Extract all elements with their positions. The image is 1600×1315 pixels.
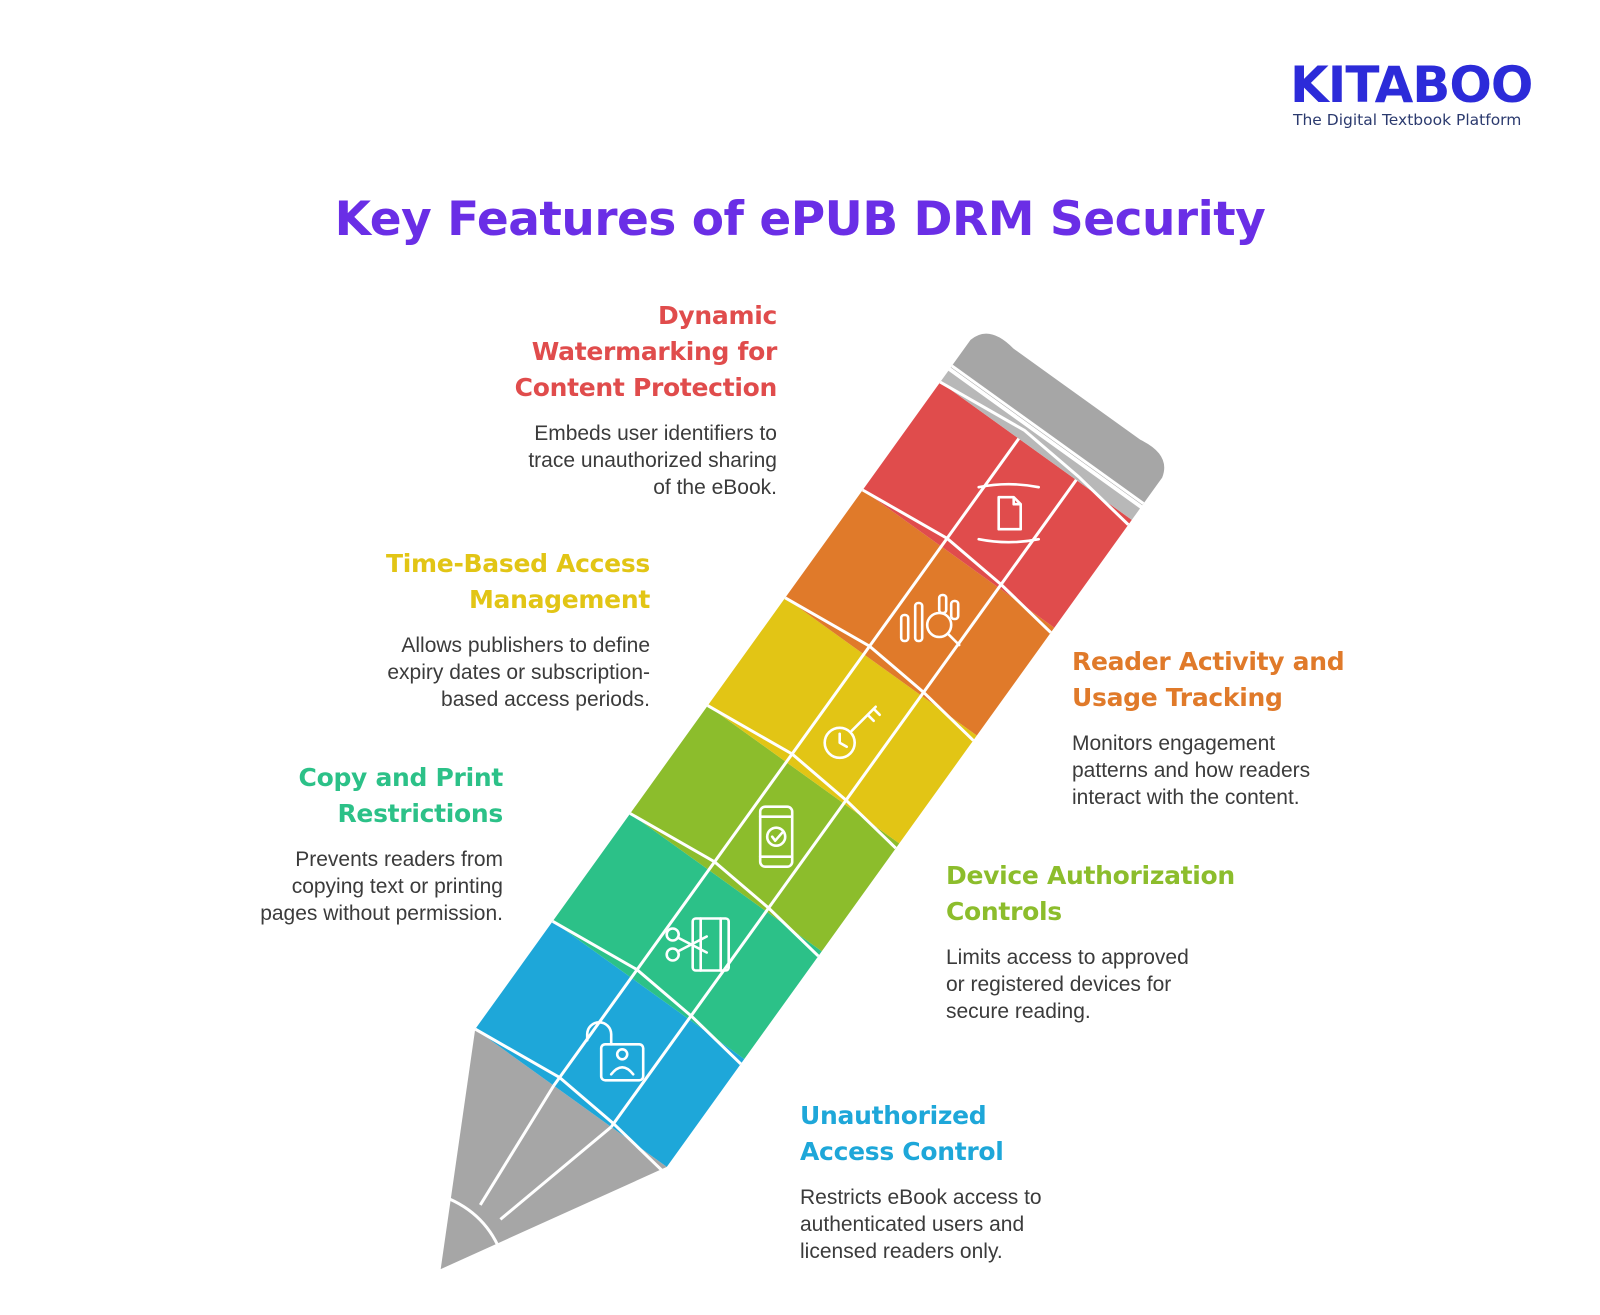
feature-title-line: Reader Activity and — [1072, 647, 1345, 676]
pencil-facet-line — [552, 437, 1020, 1087]
pencil-eraser-separator — [948, 367, 1143, 509]
pencil-icons — [585, 482, 1041, 1082]
desc-line: trace unauthorized sharing — [528, 449, 777, 472]
feature-title: Unauthorized Access Control — [800, 1098, 1130, 1170]
feature-title: Device Authorization Controls — [946, 858, 1276, 930]
clock-key-icon — [823, 705, 882, 760]
feature-title-line: Controls — [946, 897, 1062, 926]
desc-line: Restricts eBook access to — [800, 1186, 1042, 1209]
desc-line: Prevents readers from — [295, 848, 503, 871]
pencil-segment-divider — [861, 488, 1052, 634]
desc-line: or registered devices for — [946, 973, 1172, 996]
desc-line: patterns and how readers — [1072, 759, 1311, 782]
pencil-segment-divider — [706, 704, 897, 850]
feature-title-line: Usage Tracking — [1072, 683, 1283, 712]
pencil-segment — [785, 490, 1055, 736]
logo-tagline: The Digital Textbook Platform — [1293, 111, 1522, 129]
pencil-tip-graphite-line — [448, 1197, 506, 1262]
desc-line: pages without permission. — [260, 902, 503, 925]
feature-title: Time-Based Access Management — [300, 546, 650, 618]
feature-title-line: Content Protection — [514, 373, 778, 402]
pencil-tip — [440, 1029, 667, 1270]
feature-reader-activity-tracking: Reader Activity and Usage Tracking Monit… — [1072, 644, 1402, 811]
pencil-eraser — [950, 333, 1165, 506]
pencil-tip-facet-line — [479, 1084, 556, 1206]
pencil-tip-facet-line — [499, 1125, 613, 1221]
feature-description: Restricts eBook access to authenticated … — [800, 1184, 1130, 1265]
desc-line: of the eBook. — [653, 476, 777, 499]
feature-title: Copy and Print Restrictions — [180, 760, 504, 832]
desc-line: licensed readers only. — [800, 1240, 1003, 1263]
desc-line: authenticated users and — [800, 1213, 1025, 1236]
pencil-segment-divider — [629, 812, 820, 958]
desc-line: copying text or printing — [291, 875, 503, 898]
feature-description: Allows publishers to define expiry dates… — [300, 632, 650, 713]
watermark-document-icon — [977, 482, 1041, 544]
desc-line: based access periods. — [441, 688, 650, 711]
feature-dynamic-watermarking: Dynamic Watermarking for Content Protect… — [420, 298, 778, 501]
desc-line: Limits access to approved — [946, 946, 1189, 969]
scissors-film-icon — [665, 917, 731, 972]
feature-title-line: Restrictions — [337, 799, 503, 828]
pencil-segment — [862, 382, 1132, 628]
feature-title-line: Time-Based Access — [386, 549, 650, 578]
unlocked-user-icon — [585, 1021, 645, 1082]
desc-line: Allows publishers to define — [401, 634, 650, 657]
feature-title-line: Watermarking for — [531, 337, 778, 366]
feature-title-line: Dynamic — [657, 301, 777, 330]
pencil-segment — [552, 813, 822, 1059]
feature-unauthorized-access-control: Unauthorized Access Control Restricts eB… — [800, 1098, 1130, 1265]
feature-description: Limits access to approved or registered … — [946, 944, 1276, 1025]
kitaboo-logo: KITABOO The Digital Textbook Platform — [1290, 55, 1560, 129]
desc-line: Embeds user identifiers to — [534, 422, 777, 445]
page-title: Key Features of ePUB DRM Security — [334, 192, 1266, 247]
pencil-segment-divider — [939, 380, 1130, 526]
feature-description: Embeds user identifiers to trace unautho… — [420, 420, 777, 501]
feature-title-line: Unauthorized — [800, 1101, 987, 1130]
feature-title-line: Management — [468, 585, 650, 614]
feature-title: Dynamic Watermarking for Content Protect… — [420, 298, 778, 406]
pencil-segment — [630, 705, 900, 952]
desc-line: expiry dates or subscription- — [387, 661, 650, 684]
desc-line: interact with the content. — [1072, 786, 1300, 809]
feature-title-line: Access Control — [800, 1137, 1004, 1166]
pencil-facet-line — [610, 479, 1078, 1128]
feature-title-line: Copy and Print — [298, 763, 504, 792]
logo-name: KITABOO — [1290, 56, 1533, 114]
phone-check-icon — [758, 805, 794, 869]
pencil-eraser-separator — [950, 364, 1145, 505]
feature-device-authorization: Device Authorization Controls Limits acc… — [946, 858, 1276, 1025]
analytics-magnifier-icon — [899, 593, 961, 647]
feature-title-line: Device Authorization — [946, 861, 1235, 890]
pencil-segment — [707, 597, 977, 844]
feature-title: Reader Activity and Usage Tracking — [1072, 644, 1402, 716]
feature-time-based-access: Time-Based Access Management Allows publ… — [300, 546, 650, 713]
desc-line: secure reading. — [946, 1000, 1091, 1023]
feature-description: Monitors engagement patterns and how rea… — [1072, 730, 1402, 811]
pencil-segment-divider — [551, 919, 742, 1065]
feature-description: Prevents readers from copying text or pr… — [180, 846, 503, 927]
pencil-segment-divider — [784, 596, 975, 742]
pencil-segment-dividers — [474, 364, 1145, 1221]
desc-line: Monitors engagement — [1072, 732, 1276, 755]
feature-copy-print-restrictions: Copy and Print Restrictions Prevents rea… — [180, 760, 503, 927]
pencil-segment-divider — [474, 1027, 665, 1173]
